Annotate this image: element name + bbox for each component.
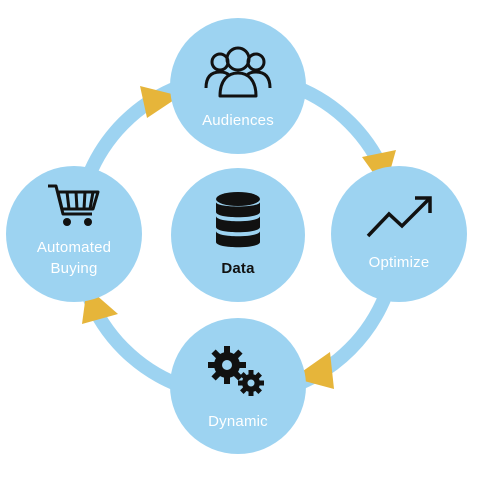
data-label: Data — [221, 260, 255, 277]
people-group-icon — [204, 42, 272, 103]
automated-buying-node: Automated Buying — [6, 166, 142, 302]
automated-buying-label: Automated Buying — [6, 237, 142, 279]
automated-buying-label-line2: Buying — [50, 260, 98, 277]
gears-icon — [205, 343, 269, 404]
optimize-node: Optimize — [331, 166, 467, 302]
optimize-label: Optimize — [368, 254, 430, 271]
shopping-cart-icon — [47, 182, 101, 233]
trend-up-icon — [365, 194, 435, 245]
database-icon — [214, 192, 262, 255]
dynamic-node: Dynamic — [170, 318, 306, 454]
automated-buying-label-line1: Automated — [36, 239, 112, 256]
dynamic-label: Dynamic — [208, 413, 268, 430]
data-node: Data — [171, 168, 305, 302]
audiences-node: Audiences — [170, 18, 306, 154]
audiences-label: Audiences — [202, 112, 274, 129]
